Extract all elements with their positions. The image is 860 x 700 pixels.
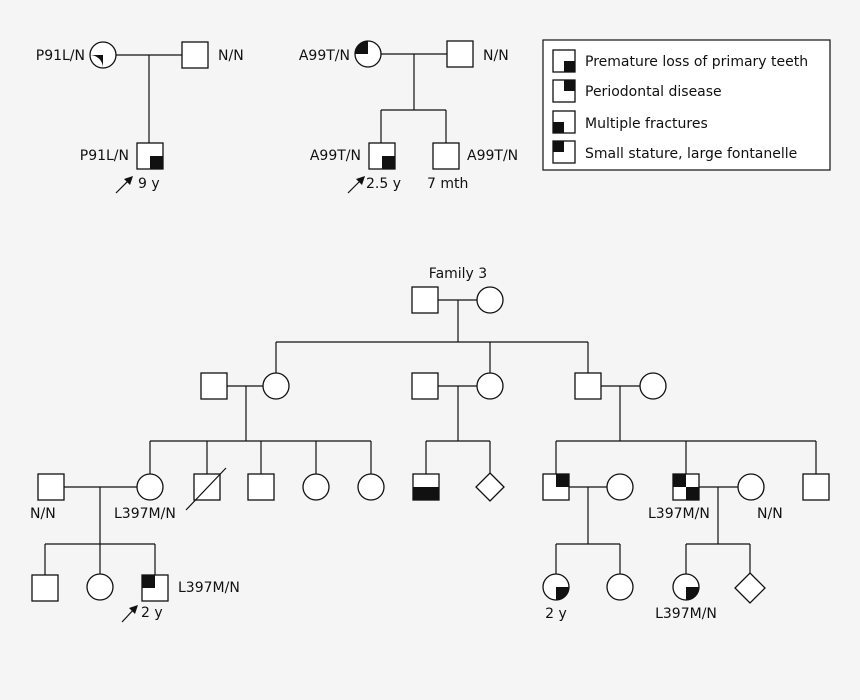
family3-gen2-spouse-left xyxy=(200,372,228,400)
family1-mother-genotype: P91L/N xyxy=(36,48,85,64)
family3-gen3-spouse-left-genotype: N/N xyxy=(30,506,56,522)
family3-gen2-daughter-middle xyxy=(476,372,504,400)
family3-gen3-spouse-right xyxy=(606,473,634,501)
family3-gen4-proband-arrow xyxy=(121,605,138,623)
family2-sibling xyxy=(432,142,460,170)
family1-proband-age: 9 y xyxy=(138,176,160,192)
family3-gen3-carrier-female xyxy=(136,473,164,501)
family1-proband xyxy=(136,142,164,170)
legend-symbol-teeth xyxy=(552,49,576,73)
family-1-pedigree: P91L/N N/N P91L/N 9 y xyxy=(36,41,244,194)
legend-symbol-stature xyxy=(552,140,576,164)
family2-father-genotype: N/N xyxy=(483,48,509,64)
family3-gen4-diamond xyxy=(734,572,766,604)
legend-symbol-fractures xyxy=(552,110,576,134)
family2-proband-genotype: A99T/N xyxy=(310,148,361,164)
family3-grandfather xyxy=(411,286,439,314)
family3-gen2-daughter-left xyxy=(262,372,290,400)
family3-gen3-deceased-male xyxy=(185,467,227,511)
family2-proband-age: 2.5 y xyxy=(366,176,401,192)
family3-gen3-affected-male-fractures xyxy=(412,473,440,501)
family-2-pedigree: A99T/N N/N A99T/N 2.5 y A99T/N 7 mth xyxy=(299,40,518,194)
family1-proband-arrow xyxy=(115,176,133,194)
family3-gen4-proband-genotype: L397M/N xyxy=(178,580,240,596)
family3-gen3-male-far-right xyxy=(802,473,830,501)
family3-gen3-spouse-far-right-genotype: N/N xyxy=(757,506,783,522)
family3-gen3-female-a xyxy=(302,473,330,501)
legend-label-periodontal: Periodontal disease xyxy=(585,84,722,100)
family1-father-genotype: N/N xyxy=(218,48,244,64)
family3-gen2-spouse-middle xyxy=(411,372,439,400)
family3-gen3-diamond xyxy=(475,472,505,502)
family3-gen3-spouse-far-right xyxy=(737,473,765,501)
family1-mother xyxy=(89,41,117,69)
family3-gen4-female-left xyxy=(86,573,114,601)
legend: Premature loss of primary teeth Periodon… xyxy=(542,39,831,171)
family3-title: Family 3 xyxy=(429,266,487,282)
legend-label-stature: Small stature, large fontanelle xyxy=(585,146,797,162)
family2-father xyxy=(446,40,474,68)
family2-proband xyxy=(368,142,396,170)
legend-label-teeth: Premature loss of primary teeth xyxy=(585,54,808,70)
family1-father xyxy=(181,41,209,69)
family3-gen4-affected-female-c-genotype: L397M/N xyxy=(655,606,717,622)
family3-gen2-spouse-right xyxy=(639,372,667,400)
family1-proband-genotype: P91L/N xyxy=(80,148,129,164)
legend-box xyxy=(542,39,831,171)
family3-gen4-proband xyxy=(141,574,169,602)
family3-grandmother xyxy=(476,286,504,314)
family2-mother-genotype: A99T/N xyxy=(299,48,350,64)
family3-gen4-affected-female-a-age: 2 y xyxy=(545,606,567,622)
family3-gen3-spouse-left xyxy=(37,473,65,501)
family2-sibling-genotype: A99T/N xyxy=(467,148,518,164)
family2-proband-arrow xyxy=(347,176,365,194)
family2-mother xyxy=(354,40,382,68)
family3-gen3-carrier-genotype: L397M/N xyxy=(114,506,176,522)
family3-gen4-proband-age: 2 y xyxy=(141,605,163,621)
family3-gen3-female-b xyxy=(357,473,385,501)
family3-gen4-male-left xyxy=(31,574,59,602)
family3-gen3-affected-male-multi xyxy=(672,473,700,501)
family2-sibling-age: 7 mth xyxy=(427,176,468,192)
family-3-pedigree: Family 3 xyxy=(30,266,830,623)
family3-gen4-affected-female-a xyxy=(542,573,570,601)
family3-gen2-son-right xyxy=(574,372,602,400)
family3-gen4-female-b xyxy=(606,573,634,601)
legend-symbol-periodontal xyxy=(552,79,576,103)
family3-gen3-male xyxy=(247,473,275,501)
family3-gen3-male-stature xyxy=(542,473,570,501)
family3-gen3-affected-male-genotype: L397M/N xyxy=(648,506,710,522)
legend-label-fractures: Multiple fractures xyxy=(585,116,708,132)
family3-gen4-affected-female-c xyxy=(672,573,700,601)
